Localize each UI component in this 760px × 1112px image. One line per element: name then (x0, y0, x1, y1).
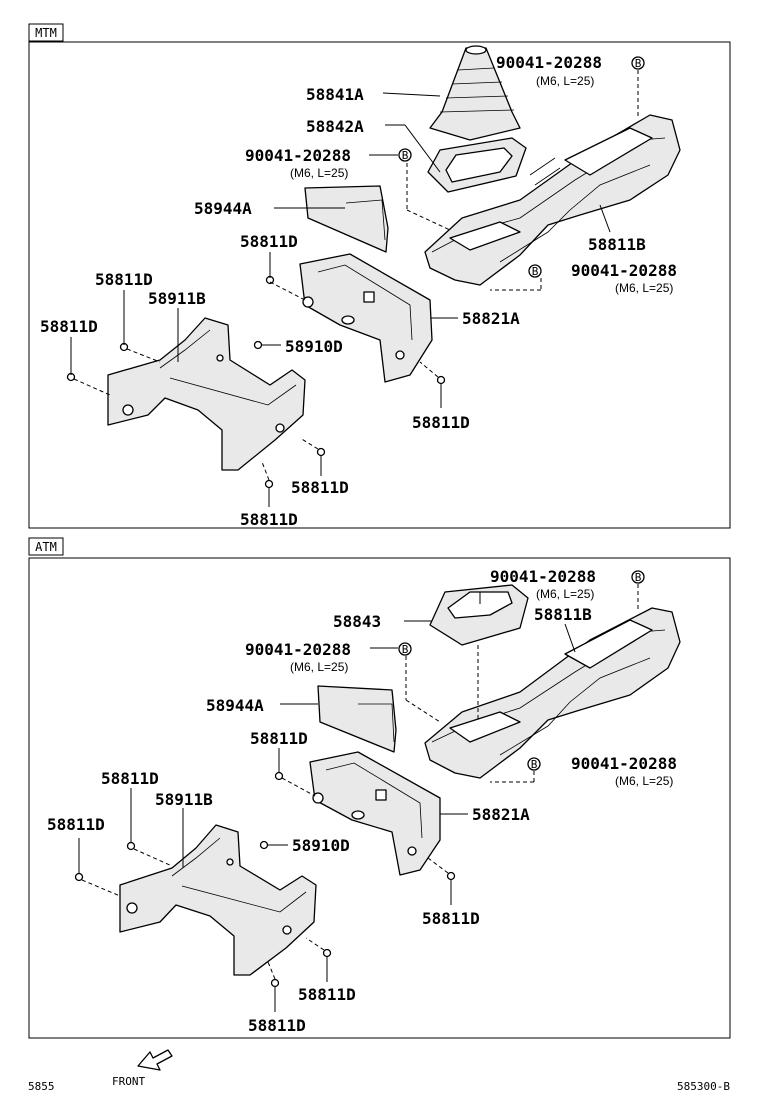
label-bolt-top: 90041-20288 (490, 567, 596, 586)
section-frame (28, 41, 731, 529)
label-bezel: 58842A (306, 117, 364, 136)
label-panel: 58944A (194, 199, 252, 218)
label-bolt-mid: 90041-20288 (245, 640, 351, 659)
panel-drawing (304, 185, 389, 253)
label-bezel: 58843 (333, 612, 381, 631)
bolt-marker-mid: B (402, 643, 409, 656)
section-tag: ATM (35, 540, 57, 554)
leader-lines (78, 584, 639, 1012)
label-screw-b: 58811D (101, 769, 159, 788)
label-bolt-rt-spec: (M6, L=25) (615, 281, 673, 295)
label-screw-d: 58811D (412, 413, 470, 432)
footer-left-code: 5855 (28, 1080, 55, 1093)
label-screw-c: 58811D (47, 815, 105, 834)
label-clip: 58910D (292, 836, 350, 855)
bolt-markers: B B B (398, 56, 645, 278)
label-bolt-top: 90041-20288 (496, 53, 602, 72)
label-console: 58811B (534, 605, 592, 624)
label-bolt-mid-spec: (M6, L=25) (290, 166, 348, 180)
label-bolt-mid: 90041-20288 (245, 146, 351, 165)
label-panel: 58944A (206, 696, 264, 715)
section-tag: MTM (35, 26, 57, 40)
label-bolt-mid-spec: (M6, L=25) (290, 660, 348, 674)
label-bolt-rt: 90041-20288 (571, 261, 677, 280)
bolt-marker-right: B (532, 265, 539, 278)
section-tag-box (28, 537, 64, 556)
label-clip: 58910D (285, 337, 343, 356)
label-screw-a: 58811D (250, 729, 308, 748)
shift-bezel-drawing (427, 137, 527, 193)
label-screw-c: 58811D (40, 317, 98, 336)
label-console: 58811B (588, 235, 646, 254)
bolt-marker-mid: B (402, 149, 409, 162)
label-boot: 58841A (306, 85, 364, 104)
center-console-drawing (424, 114, 681, 286)
bolt-markers: B B B (398, 570, 645, 771)
section-tag-box (28, 23, 64, 42)
panel-drawing (317, 685, 397, 753)
bolt-marker-top: B (635, 57, 642, 70)
label-bracket: 58911B (155, 790, 213, 809)
section-frame (28, 557, 731, 1039)
center-console-drawing (424, 607, 681, 779)
bracket-drawing (119, 824, 317, 976)
fasteners (74, 771, 456, 988)
label-bracket: 58911B (148, 289, 206, 308)
label-box: 58821A (462, 309, 520, 328)
label-screw-a: 58811D (240, 232, 298, 251)
console-box-drawing (299, 253, 433, 383)
label-bolt-rt: 90041-20288 (571, 754, 677, 773)
label-screw-f: 58811D (248, 1016, 306, 1035)
console-box-drawing (309, 751, 441, 876)
bolt-marker-right: B (531, 758, 538, 771)
bolt-marker-top: B (635, 571, 642, 584)
label-box: 58821A (472, 805, 530, 824)
front-indicator-label: FRONT (112, 1075, 145, 1088)
label-bolt-top-spec: (M6, L=25) (536, 587, 594, 601)
shift-boot-drawing (429, 45, 521, 141)
leader-lines (70, 70, 639, 507)
label-bolt-top-spec: (M6, L=25) (536, 74, 594, 88)
bracket-drawing (107, 317, 306, 471)
front-arrow-icon (137, 1049, 173, 1071)
label-screw-d: 58811D (422, 909, 480, 928)
section-atm: ATM (28, 537, 731, 1039)
label-bolt-rt-spec: (M6, L=25) (615, 774, 673, 788)
label-screw-e: 58811D (298, 985, 356, 1004)
label-screw-e: 58811D (291, 478, 349, 497)
label-screw-b: 58811D (95, 270, 153, 289)
footer: 5855 FRONT 585300-B (28, 1049, 730, 1093)
section-mtm: MTM (28, 23, 731, 529)
footer-right-code: 585300-B (677, 1080, 730, 1093)
shift-bezel-drawing (429, 584, 529, 646)
label-screw-f: 58811D (240, 510, 298, 529)
